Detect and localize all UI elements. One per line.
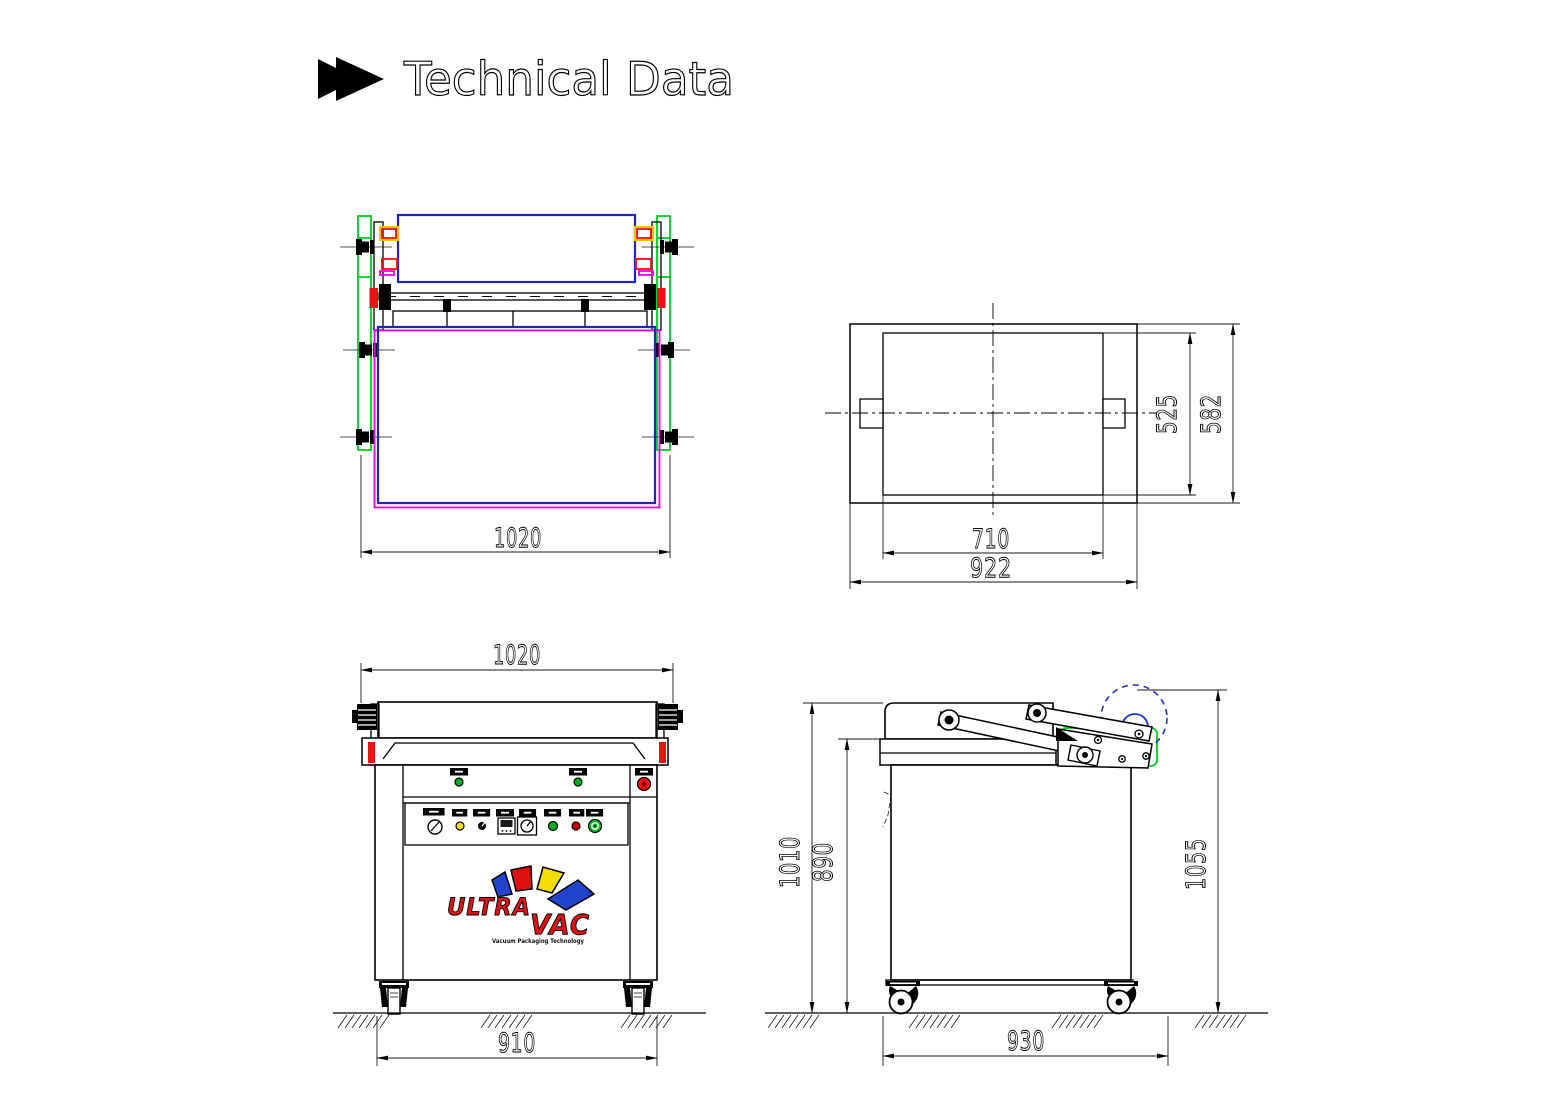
panel-label-yellow	[452, 809, 468, 817]
roll-end-right	[633, 225, 655, 276]
dim-film-top-width: 1020	[360, 455, 671, 558]
roller-cap-left	[352, 704, 377, 730]
chamber-outer	[849, 323, 1138, 504]
dim-working-height: 890	[808, 738, 880, 1014]
digital-display	[497, 817, 516, 835]
bracket-wedge	[1056, 727, 1078, 741]
dim-label-710: 710	[972, 524, 1010, 555]
dim-label-930: 930	[1007, 1026, 1045, 1057]
dim-label-525: 525	[1152, 394, 1183, 434]
indicator-strip	[450, 768, 653, 792]
hidden-handle-outline	[882, 791, 892, 828]
dim-label-1010: 1010	[775, 836, 806, 888]
logo-text-ultra: ULTRA	[447, 893, 531, 921]
dim-lid-height: 1010	[775, 702, 883, 1014]
logo-text-vac: VAC	[530, 908, 590, 941]
control-panel	[404, 802, 629, 846]
dim-front-width: 1020	[360, 640, 674, 703]
roll-end-left	[378, 225, 400, 276]
dim-inner-depth: 525	[1103, 332, 1196, 496]
page-title: Technical Data	[403, 52, 734, 106]
yellow-light	[455, 821, 465, 831]
view-top-film-winder: 1020	[339, 213, 695, 558]
hinge-mark-left	[368, 742, 375, 763]
view-side: 1010 890 1055 930	[765, 684, 1268, 1066]
indicator-light-right	[573, 777, 583, 787]
dim-roll-height: 1055	[1137, 689, 1227, 1014]
seal-bar	[369, 284, 666, 312]
lid-linkage	[937, 703, 1153, 769]
ground-front	[333, 1012, 706, 1029]
dim-outer-depth: 582	[1137, 323, 1240, 504]
fast-forward-arrow-icon	[318, 57, 384, 101]
front-lid	[377, 701, 658, 739]
indicator-light-left	[454, 777, 464, 787]
timer-dial[interactable]	[516, 816, 538, 836]
dim-label-922: 922	[970, 553, 1012, 584]
panel-label-start	[586, 809, 604, 817]
film-roll-top	[396, 213, 637, 284]
emergency-label	[635, 768, 653, 776]
dim-label-582: 582	[1196, 394, 1227, 434]
logo-petal-blue-right	[546, 879, 596, 911]
emergency-stop-center	[641, 781, 647, 787]
chamber-lid-top	[376, 325, 657, 505]
dim-outer-width: 922	[849, 503, 1138, 589]
hinge-mark-right	[659, 742, 666, 763]
indicator-label-right	[569, 768, 587, 776]
dim-side-footprint: 930	[882, 1016, 1169, 1066]
logo-petal-red	[510, 865, 533, 892]
dim-label-1020-top: 1020	[494, 523, 542, 554]
film-rail-left	[357, 215, 372, 451]
cabinet-side	[890, 764, 1132, 981]
sealbar-notch-right	[1102, 398, 1126, 429]
chamber-gasket-outline	[373, 329, 661, 509]
panel-label-display	[496, 809, 514, 817]
panel-label-green	[544, 809, 562, 817]
link-arm-upper	[1025, 704, 1153, 742]
dim-label-1055: 1055	[1181, 838, 1212, 890]
ultravac-logo: ULTRA VAC Vacuum Packaging Technology	[447, 865, 596, 945]
table-lip-edge	[382, 742, 646, 760]
logo-tagline: Vacuum Packaging Technology	[492, 937, 585, 945]
logo-petal-yellow	[536, 866, 566, 894]
dim-front-footprint: 910	[376, 1016, 658, 1066]
seal-block-left	[369, 288, 378, 308]
view-front: 1020	[333, 640, 706, 1066]
view-chamber-top: 525 582 710 922	[825, 303, 1240, 589]
seal-block-right	[657, 288, 666, 308]
green-light	[547, 820, 559, 832]
dim-label-890: 890	[808, 842, 839, 882]
dim-inner-width: 710	[882, 495, 1104, 559]
table-band	[361, 737, 669, 766]
indicator-label-left	[450, 768, 468, 776]
panel-label-timer	[519, 809, 537, 817]
dim-label-1020-front: 1020	[493, 640, 541, 671]
dim-label-910: 910	[498, 1028, 536, 1059]
panel-label-red	[569, 809, 585, 817]
red-light	[571, 821, 581, 831]
panel-label-gauge	[423, 808, 445, 816]
sealbar-notch-left	[859, 398, 884, 429]
title-block: Technical Data	[318, 51, 735, 107]
panel-label-knob	[473, 809, 491, 817]
logo-petal-blue-left	[491, 870, 513, 898]
roller-cap-right	[658, 704, 683, 730]
film-rail-right	[656, 215, 671, 451]
